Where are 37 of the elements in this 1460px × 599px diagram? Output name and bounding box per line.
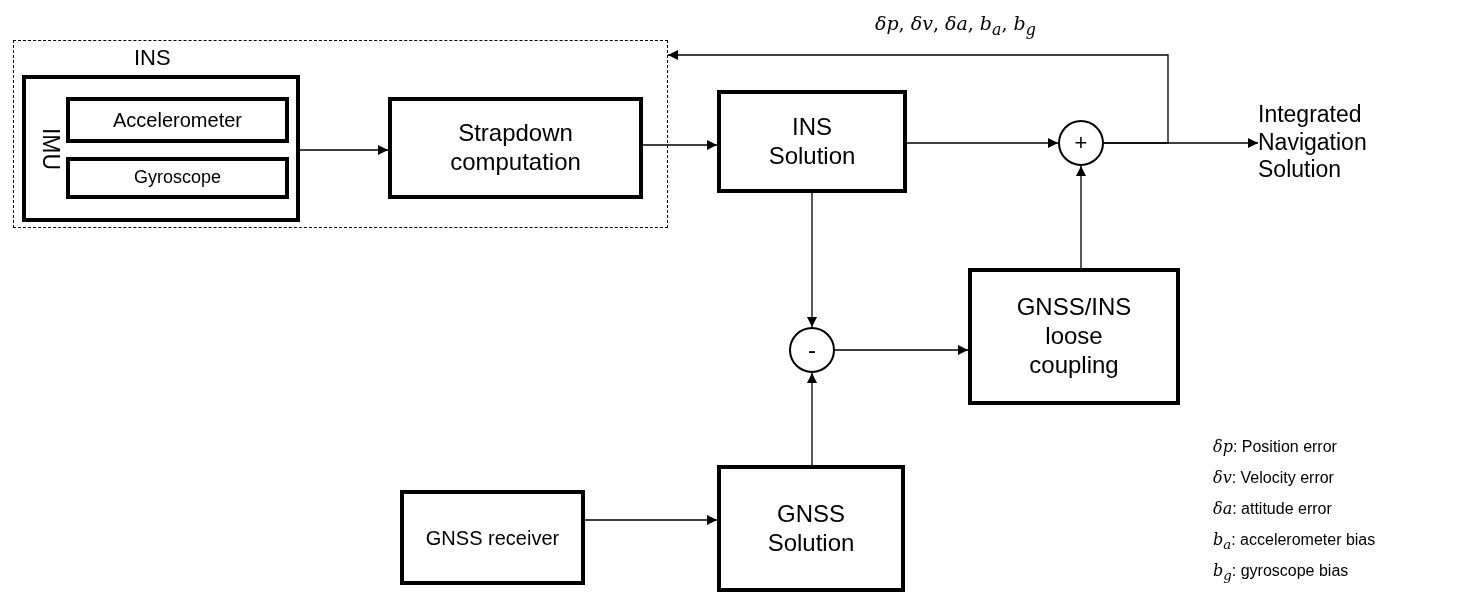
process-box [66, 157, 289, 199]
arrow [1076, 165, 1086, 269]
group-title: INS [134, 45, 171, 72]
box-label: GNSS receiver [425, 525, 560, 550]
arrow [807, 192, 817, 328]
process-box [66, 97, 289, 143]
legend-note: b$_{g}$: gyroscope bias [1213, 560, 1349, 586]
process-box [400, 490, 585, 585]
box-label: GNSS/INS loose coupling [1015, 293, 1133, 380]
process-box [717, 465, 905, 592]
output-label: Integrated Navigation Solution [1258, 101, 1368, 184]
group-box [13, 40, 668, 228]
summing-junction [1058, 120, 1104, 166]
arrow [834, 345, 969, 355]
operator-sign: + [1074, 129, 1088, 157]
arrow [906, 138, 1059, 148]
process-box [388, 97, 643, 199]
box-title: IMU [36, 127, 64, 170]
legend-note: δv: Velocity error [1213, 467, 1334, 489]
arrow [807, 372, 817, 466]
arrow [642, 140, 718, 150]
legend-note: δa: attitude error [1213, 498, 1332, 520]
box-label: Gyroscope [133, 167, 221, 189]
arrow [299, 145, 389, 155]
process-box [717, 90, 907, 193]
box-label: Strapdown computation [449, 119, 582, 177]
box-label: Accelerometer [113, 108, 242, 132]
box-label: GNSS Solution [766, 499, 856, 558]
process-box [968, 268, 1180, 405]
process-box [22, 75, 300, 222]
legend-note: δp: Position error [1213, 436, 1337, 458]
box-label: INS Solution [767, 112, 857, 171]
arrow [584, 515, 718, 525]
summing-junction [789, 327, 835, 373]
operator-sign: - [808, 335, 816, 365]
legend-note: b$_{a}$: accelerometer bias [1213, 529, 1376, 555]
arrow [667, 50, 1169, 144]
